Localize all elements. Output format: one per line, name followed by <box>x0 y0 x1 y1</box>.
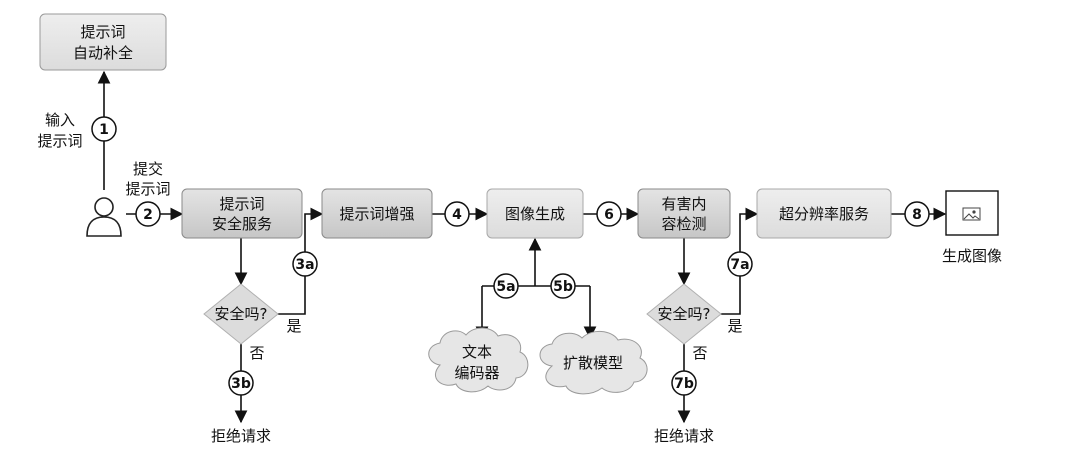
no-label-2: 否 <box>692 344 707 362</box>
harmful-detect-label-line2: 容检测 <box>661 215 706 233</box>
step-2: 2 <box>135 201 161 227</box>
output-image-box <box>945 190 999 236</box>
safety-service-label-line2: 安全服务 <box>212 215 272 233</box>
no-label-1: 否 <box>249 344 264 362</box>
step-5a-label: 5a <box>496 279 515 295</box>
harmful-detect-label-line1: 有害内 <box>661 195 706 213</box>
step-3b-label: 3b <box>231 376 251 392</box>
step-7b-label: 7b <box>674 376 694 392</box>
step-5b-label: 5b <box>553 279 573 295</box>
superres-box: 超分辨率服务 <box>756 188 892 239</box>
step-4-label: 4 <box>452 207 462 223</box>
image-gen-box: 图像生成 <box>486 188 584 239</box>
input-prompt-label-line1: 输入 <box>45 111 75 129</box>
text-encoder-label-line2: 编码器 <box>454 364 499 382</box>
step-7a: 7a <box>727 251 753 277</box>
step-1: 1 <box>91 116 117 142</box>
diffusion-model-cloud: 扩散模型 <box>539 331 648 395</box>
superres-label: 超分辨率服务 <box>779 205 869 223</box>
step-1-label: 1 <box>99 122 109 138</box>
harmful-detect-box: 有害内 容检测 <box>637 188 731 239</box>
submit-prompt-label-line1: 提交 <box>133 160 163 178</box>
decision-safe-1-label: 安全吗? <box>215 305 268 323</box>
diffusion-model-label: 扩散模型 <box>563 354 623 372</box>
output-image-label: 生成图像 <box>942 247 1002 265</box>
input-prompt-label-line2: 提示词 <box>37 132 82 150</box>
reject-label-1: 拒绝请求 <box>211 427 271 445</box>
text-encoder-cloud: 文本 编码器 <box>428 327 529 393</box>
safety-service-label-line1: 提示词 <box>219 195 264 213</box>
step-5a: 5a <box>493 273 519 299</box>
yes-label-1: 是 <box>286 317 301 335</box>
step-2-label: 2 <box>143 207 153 223</box>
decision-safe-2: 安全吗? <box>646 283 722 345</box>
yes-label-2: 是 <box>727 317 742 335</box>
autocomplete-label-line2: 自动补全 <box>73 44 133 62</box>
autocomplete-box: 提示词 自动补全 <box>39 13 167 71</box>
image-icon <box>962 207 981 221</box>
reject-label-2: 拒绝请求 <box>654 427 714 445</box>
step-6-label: 6 <box>604 207 614 223</box>
decision-safe-2-label: 安全吗? <box>658 305 711 323</box>
step-8-label: 8 <box>912 207 922 223</box>
user-icon <box>86 197 122 237</box>
prompt-enhance-box: 提示词增强 <box>321 188 433 239</box>
step-3b: 3b <box>228 370 254 396</box>
step-7b: 7b <box>671 370 697 396</box>
step-3a: 3a <box>292 251 318 277</box>
step-5b: 5b <box>550 273 576 299</box>
decision-safe-1: 安全吗? <box>203 283 279 345</box>
image-gen-label: 图像生成 <box>505 205 565 223</box>
step-7a-label: 7a <box>730 257 749 273</box>
step-6: 6 <box>596 201 622 227</box>
step-4: 4 <box>444 201 470 227</box>
step-3a-label: 3a <box>295 257 314 273</box>
text-encoder-label-line1: 文本 <box>462 343 492 361</box>
submit-prompt-label-line2: 提示词 <box>125 180 170 198</box>
step-8: 8 <box>904 201 930 227</box>
safety-service-box: 提示词 安全服务 <box>181 188 303 239</box>
autocomplete-label-line1: 提示词 <box>80 23 125 41</box>
prompt-enhance-label: 提示词增强 <box>339 205 414 223</box>
